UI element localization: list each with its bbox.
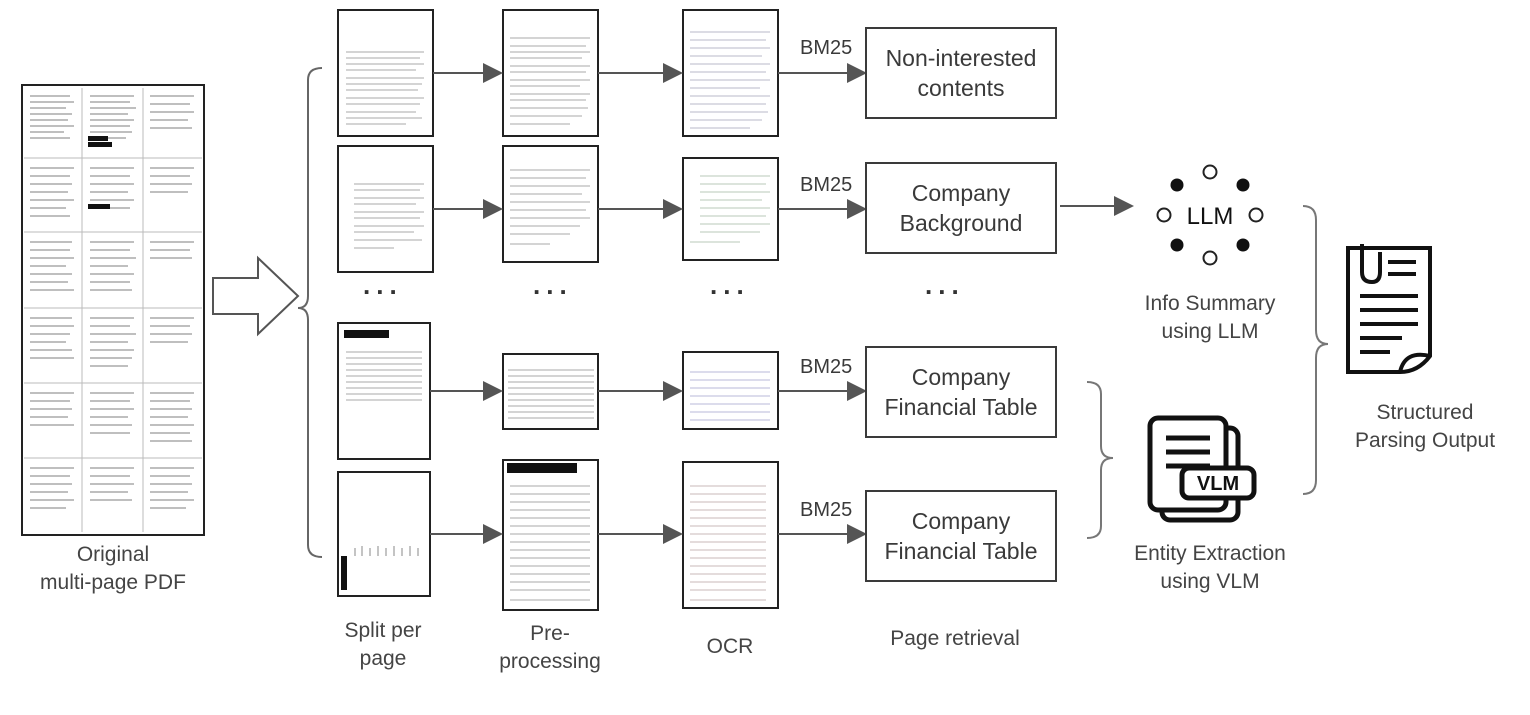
ellipsis: ... <box>925 270 965 300</box>
structured-document-icon <box>1346 244 1432 374</box>
preprocessed-page-thumbnail <box>502 459 599 611</box>
vlm-document-icon: VLM <box>1147 415 1257 523</box>
vlm-icon-text: VLM <box>1197 473 1239 495</box>
ocr-page-thumbnail <box>682 351 779 430</box>
split-page-thumbnail <box>337 322 431 460</box>
label-ocr: OCR <box>706 635 754 658</box>
preprocessed-page-thumbnail <box>502 9 599 137</box>
label-page-retrieval: Page retrieval <box>890 627 1020 650</box>
split-page-thumbnail <box>337 145 434 273</box>
ocr-page-thumbnail <box>682 461 779 609</box>
label-entity-extraction: Entity Extraction using VLM <box>1134 542 1286 593</box>
split-page-thumbnail <box>337 471 431 597</box>
ellipsis: ... <box>533 270 573 300</box>
label-preprocessing: Pre- processing <box>499 622 601 673</box>
ellipsis: ... <box>710 270 750 300</box>
flow-arrows <box>430 63 1134 544</box>
bm25-label: BM25 <box>800 174 853 196</box>
ellipsis: ... <box>363 270 403 300</box>
bm25-label: BM25 <box>800 37 853 59</box>
box-company-financial-table: Company Financial Table <box>865 346 1057 438</box>
llm-network-icon: LLM <box>1156 164 1264 266</box>
bm25-label: BM25 <box>800 499 853 521</box>
box-company-financial-table: Company Financial Table <box>865 490 1057 582</box>
vlm-bracket <box>1086 381 1114 539</box>
box-non-interested-contents: Non-interested contents <box>865 27 1057 119</box>
box-company-background: Company Background <box>865 162 1057 254</box>
label-structured-output: Structured Parsing Output <box>1354 401 1496 452</box>
output-bracket <box>1302 205 1329 495</box>
label-split-per-page: Split per page <box>344 619 422 670</box>
preprocessed-page-thumbnail <box>502 353 599 430</box>
split-bracket <box>297 67 323 558</box>
bm25-label: BM25 <box>800 356 853 378</box>
llm-icon-text: LLM <box>1187 203 1234 230</box>
original-pdf-thumbnail <box>21 84 205 536</box>
ocr-page-thumbnail <box>682 9 779 137</box>
ocr-page-thumbnail <box>682 157 779 261</box>
hollow-arrow-icon <box>212 255 300 337</box>
split-page-thumbnail <box>337 9 434 137</box>
preprocessed-page-thumbnail <box>502 145 599 263</box>
label-info-summary: Info Summary using LLM <box>1144 292 1276 343</box>
label-original-pdf: Original multi-page PDF <box>40 543 186 594</box>
